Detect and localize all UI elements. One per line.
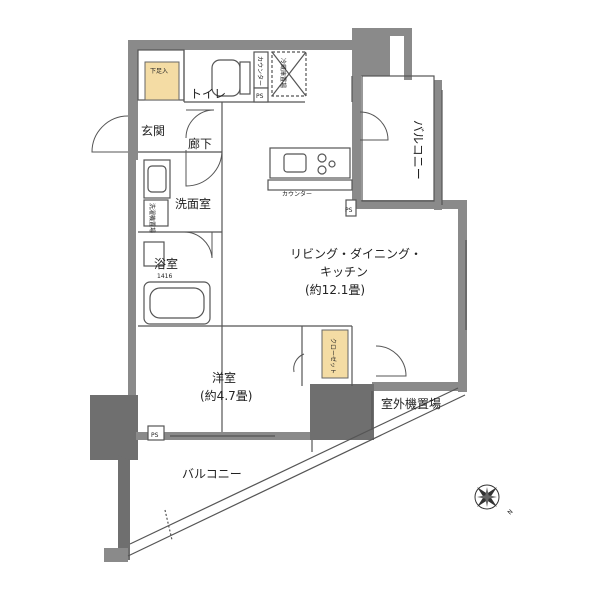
label-ps-kitchen: PS xyxy=(345,207,353,214)
interior-walls xyxy=(137,49,353,432)
label-balcony-right: バルコニー xyxy=(411,120,425,180)
ps-box-kitchen xyxy=(345,199,357,217)
ps-box-yoshitsu xyxy=(147,425,165,441)
label-yoshitsu-area: (約4.7畳) xyxy=(200,388,252,403)
bathtub xyxy=(143,241,211,325)
label-counter-toilet: カウンター xyxy=(256,56,264,86)
windows xyxy=(170,90,467,437)
doors xyxy=(91,109,407,377)
shoe-cabinet xyxy=(144,61,180,101)
kitchen-counter xyxy=(267,147,353,191)
label-balcony-bottom: バルコニー xyxy=(182,467,242,481)
wash-basin xyxy=(143,159,171,199)
label-shoe-cabinet: 下足入 xyxy=(150,68,168,75)
label-outdoor-unit: 室外機置場 xyxy=(381,396,441,411)
ps-box-toilet xyxy=(253,87,269,103)
compass-rose-icon xyxy=(474,484,500,510)
label-washer: 洗濯機置場 xyxy=(148,203,156,233)
balcony-bottom-edge xyxy=(127,387,466,557)
washer-space xyxy=(143,199,169,227)
label-senmen: 洗面室 xyxy=(175,196,211,211)
label-yoshitsu: 洋室 xyxy=(212,370,236,385)
compass-north-label: N xyxy=(506,508,514,516)
label-yokushitsu-size: 1416 xyxy=(157,273,172,280)
label-ps-yoshitsu: PS xyxy=(151,432,159,439)
label-yokushitsu: 浴室 xyxy=(154,256,178,271)
label-ldk-line2: キッチン xyxy=(320,265,368,279)
label-toilet: トイレ xyxy=(190,87,226,101)
fridge-space xyxy=(271,51,307,97)
label-ldk-line1: リビング・ダイニング・ xyxy=(290,246,422,261)
label-genkan: 玄関 xyxy=(141,123,165,138)
label-closet: クローゼット xyxy=(329,338,337,374)
label-ps-toilet: PS xyxy=(256,93,264,100)
label-counter-kitchen: カウンター xyxy=(282,190,312,198)
toilet-fixture xyxy=(211,59,251,97)
label-rouka: 廊下 xyxy=(188,136,212,151)
label-ldk-area: (約12.1畳) xyxy=(305,282,365,297)
label-fridge: 冷蔵庫置場 xyxy=(279,58,287,88)
closet xyxy=(321,329,349,379)
balcony-right-area xyxy=(361,75,435,202)
